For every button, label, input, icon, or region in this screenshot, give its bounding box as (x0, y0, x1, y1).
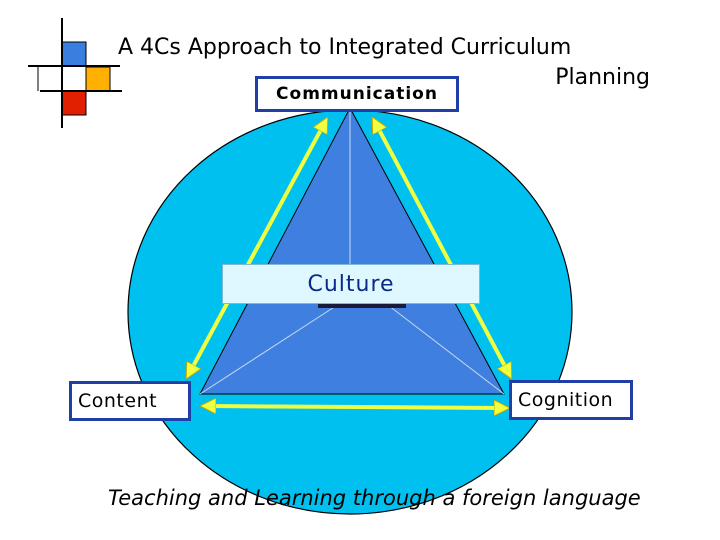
caption: Teaching and Learning through a foreign … (108, 486, 641, 510)
content-label: Content (78, 390, 158, 412)
logo-orange-square (85, 66, 111, 92)
arrow-content-cognition (208, 406, 502, 408)
communication-label: Communication (276, 84, 438, 104)
cognition-box: Cognition (509, 380, 633, 420)
arrow-communication-cognition (376, 124, 508, 372)
logo-squares (28, 18, 122, 128)
culture-box: Culture (222, 264, 480, 304)
logo-blue-square (61, 41, 87, 67)
content-box: Content (69, 381, 191, 421)
culture-label: Culture (307, 271, 395, 297)
slide-title: A 4Cs Approach to Integrated Curriculum … (118, 33, 658, 93)
title-line-1: A 4Cs Approach to Integrated Curriculum (118, 35, 572, 60)
culture-box-shadow (318, 302, 406, 308)
title-line-2: Planning (555, 65, 650, 90)
logo-red-square (61, 90, 87, 116)
cognition-label: Cognition (518, 389, 614, 411)
arrow-content-communication (190, 124, 324, 372)
communication-box: Communication (255, 76, 459, 112)
